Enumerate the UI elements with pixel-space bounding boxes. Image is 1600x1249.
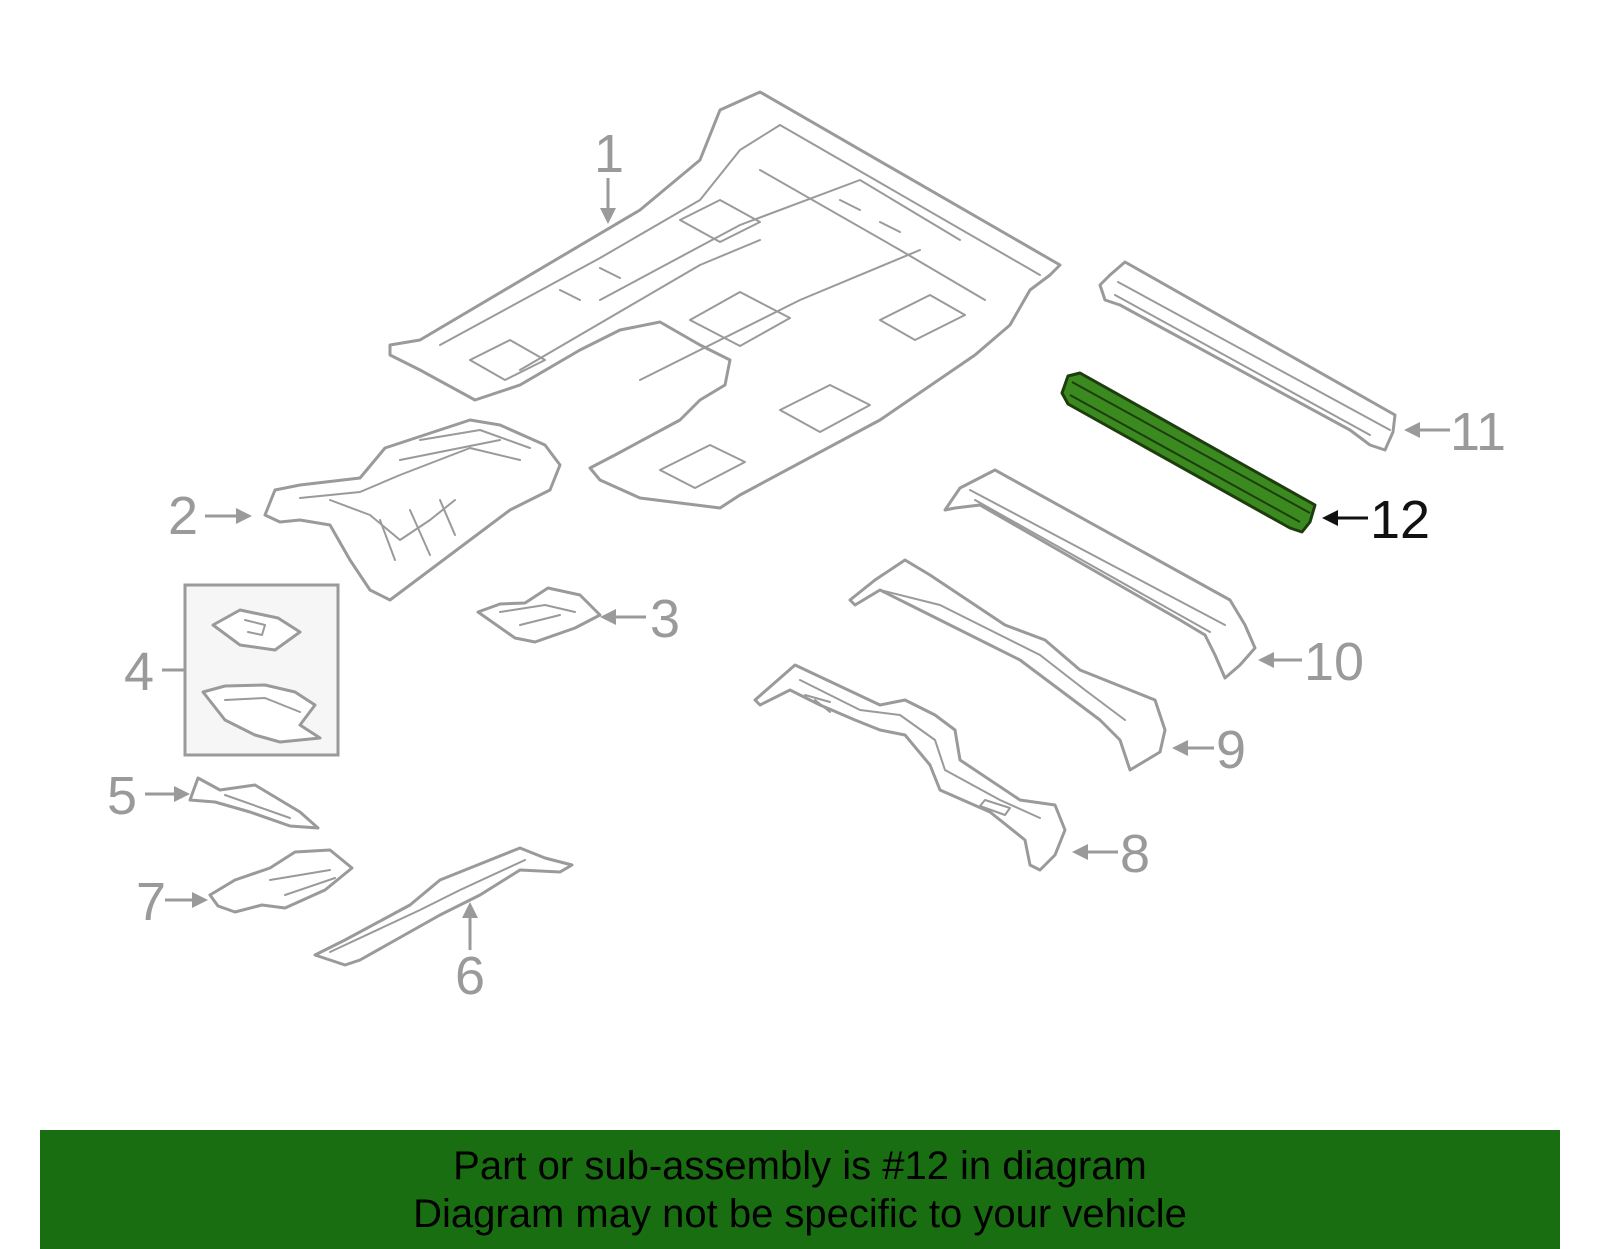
part-3-bracket-plate[interactable] [476, 586, 602, 644]
part-7-reinforcement[interactable] [208, 848, 354, 914]
part-12-rail-highlighted[interactable] [1060, 371, 1317, 534]
part-8-crossmember[interactable] [753, 663, 1067, 872]
callout-4: 4 [124, 642, 154, 702]
callout-1: 1 [594, 124, 624, 184]
part-2-tunnel-panel[interactable] [263, 418, 562, 602]
callout-6: 6 [455, 946, 485, 1006]
leader-lines [145, 178, 1450, 950]
part-5-bracket[interactable] [188, 776, 320, 830]
info-banner: Part or sub-assembly is #12 in diagram D… [40, 1130, 1560, 1249]
part-1-floor-pan[interactable] [388, 90, 1062, 510]
parts-diagram: 1 2 3 4 5 6 7 8 9 10 11 12 [107, 90, 1506, 1006]
banner-line-part: Part or sub-assembly is #12 in diagram [453, 1144, 1147, 1188]
callout-8: 8 [1120, 824, 1150, 884]
part-6-channel[interactable] [313, 846, 574, 967]
part-9-crossmember[interactable] [848, 558, 1167, 772]
callout-5: 5 [107, 766, 137, 826]
callout-12: 12 [1370, 490, 1430, 550]
callout-2: 2 [168, 486, 198, 546]
callout-numbers: 1 2 3 4 5 6 7 8 9 10 11 12 [107, 124, 1506, 1006]
callout-3: 3 [650, 589, 680, 649]
part-10-crossmember[interactable] [943, 468, 1257, 680]
callout-11: 11 [1450, 402, 1506, 462]
part-11-rail[interactable] [1098, 260, 1397, 452]
callout-9: 9 [1216, 720, 1246, 780]
callout-10: 10 [1304, 632, 1364, 692]
callout-7: 7 [136, 872, 166, 932]
part-4-kit[interactable] [183, 583, 340, 757]
banner-line-disclaimer: Diagram may not be specific to your vehi… [413, 1192, 1187, 1236]
